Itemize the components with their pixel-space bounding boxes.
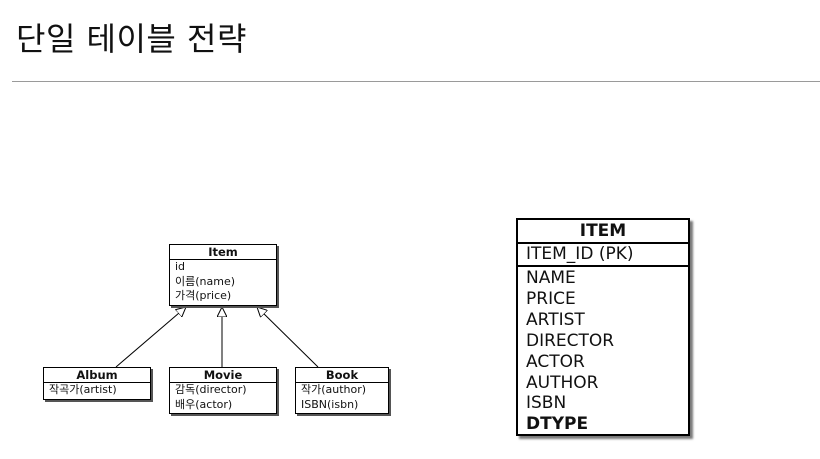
table-name: ITEM (518, 220, 688, 244)
table-column: ISBN (526, 393, 567, 414)
inheritance-arrow-book (257, 307, 319, 368)
class-attribute: 이름(name) (175, 274, 236, 288)
table-column: NAME (526, 268, 576, 288)
table-column-discriminator: DTYPE (526, 414, 589, 435)
class-name: Book (296, 368, 388, 383)
class-name: Item (170, 245, 276, 260)
table-column: DIRECTOR (526, 330, 615, 351)
class-box-book: Book 작가(author) ISBN(isbn) (295, 367, 389, 414)
class-attributes: 작곡가(artist) (44, 383, 150, 399)
title-divider (12, 81, 820, 82)
table-columns: NAME PRICE ARTIST DIRECTOR ACTOR AUTHOR … (518, 267, 688, 435)
table-column: ACTOR (526, 351, 585, 372)
class-attribute: 배우(actor) (175, 397, 233, 411)
class-box-item: Item id 이름(name) 가격(price) (169, 244, 277, 306)
table-column: ARTIST (526, 309, 585, 330)
table-column: PRICE (526, 288, 576, 309)
table-entity-item: ITEM ITEM_ID (PK) NAME PRICE ARTIST DIRE… (516, 218, 690, 436)
class-attributes: 작가(author) ISBN(isbn) (296, 383, 388, 413)
table-primary-key: ITEM_ID (PK) (518, 244, 688, 267)
inheritance-arrow-album (115, 307, 186, 368)
class-attribute: ISBN(isbn) (301, 397, 359, 411)
class-attributes: 감독(director) 배우(actor) (170, 383, 276, 413)
class-attributes: id 이름(name) 가격(price) (170, 260, 276, 305)
table-column: AUTHOR (526, 372, 599, 393)
class-attribute: id (175, 260, 186, 273)
class-box-album: Album 작곡가(artist) (43, 367, 151, 400)
class-attribute: 감독(director) (175, 383, 247, 396)
class-box-movie: Movie 감독(director) 배우(actor) (169, 367, 277, 414)
class-attribute: 가격(price) (175, 289, 232, 302)
class-name: Movie (170, 368, 276, 383)
class-attribute: 작가(author) (301, 383, 367, 396)
class-attribute: 작곡가(artist) (49, 383, 117, 396)
class-name: Album (44, 368, 150, 383)
page-title: 단일 테이블 전략 (16, 20, 247, 58)
